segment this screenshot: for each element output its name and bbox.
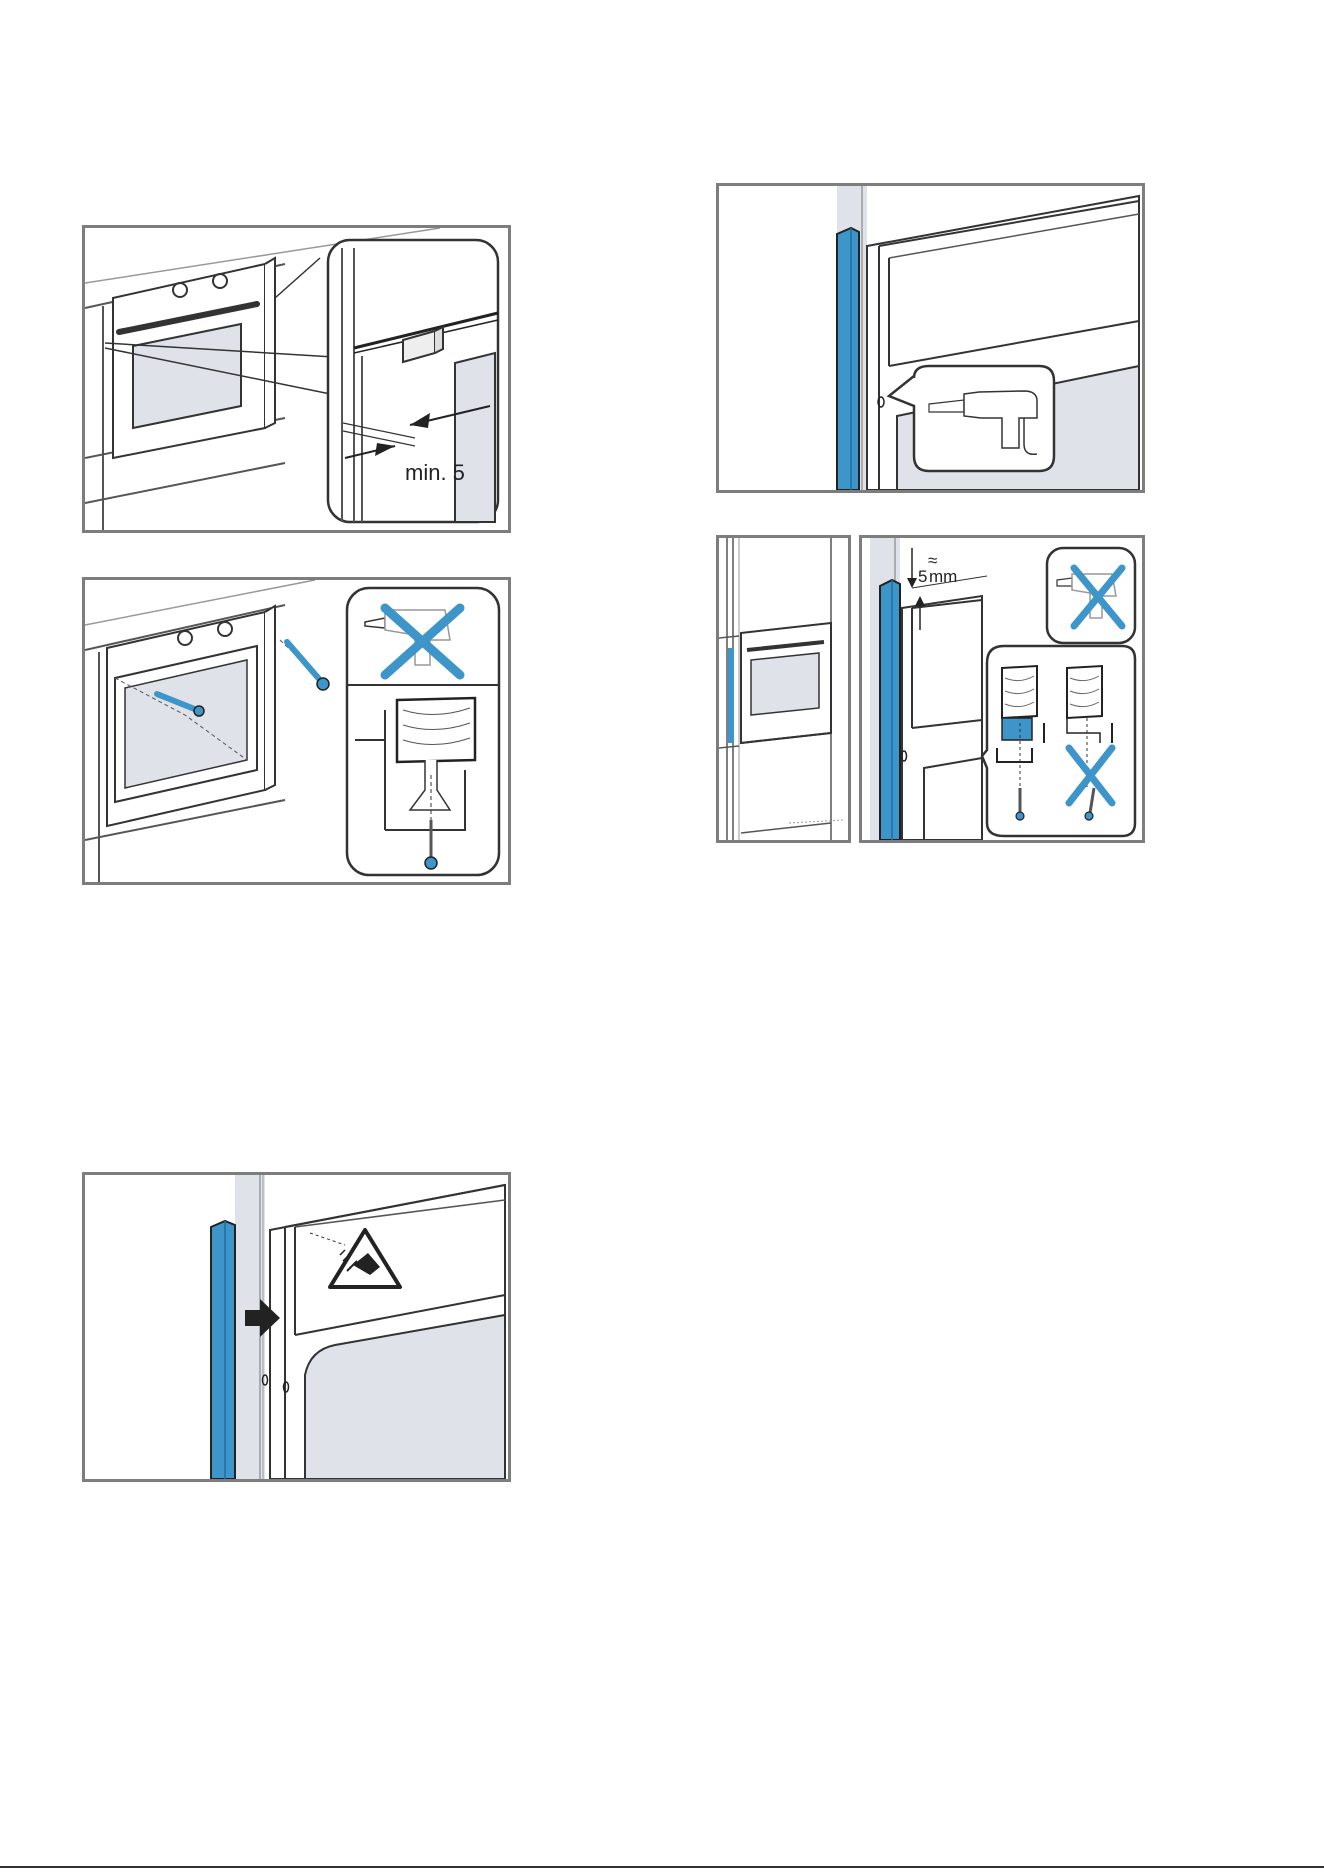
distance-unit: mm [929, 567, 957, 586]
distance-value: 5 [918, 567, 927, 586]
figure-attach-strip [82, 1172, 511, 1482]
figure-oven-gap: min. 5 [82, 225, 511, 533]
footer-rule [0, 1866, 1324, 1868]
min-gap-label: min. 5 [405, 460, 465, 485]
figure-cabinet-overview [716, 535, 851, 843]
attach-strip-illustration [85, 1175, 508, 1479]
figure-drill-hole [716, 183, 1145, 493]
cabinet-overview-illustration [719, 538, 848, 840]
oven-gap-illustration: min. 5 [85, 228, 508, 530]
drill-hole-illustration [719, 186, 1142, 490]
figure-screw-oven [82, 577, 511, 885]
figure-distance-5mm: ≈ 5 mm [859, 535, 1145, 843]
screw-oven-illustration [85, 580, 508, 882]
distance-5mm-illustration: ≈ 5 mm [862, 538, 1142, 840]
